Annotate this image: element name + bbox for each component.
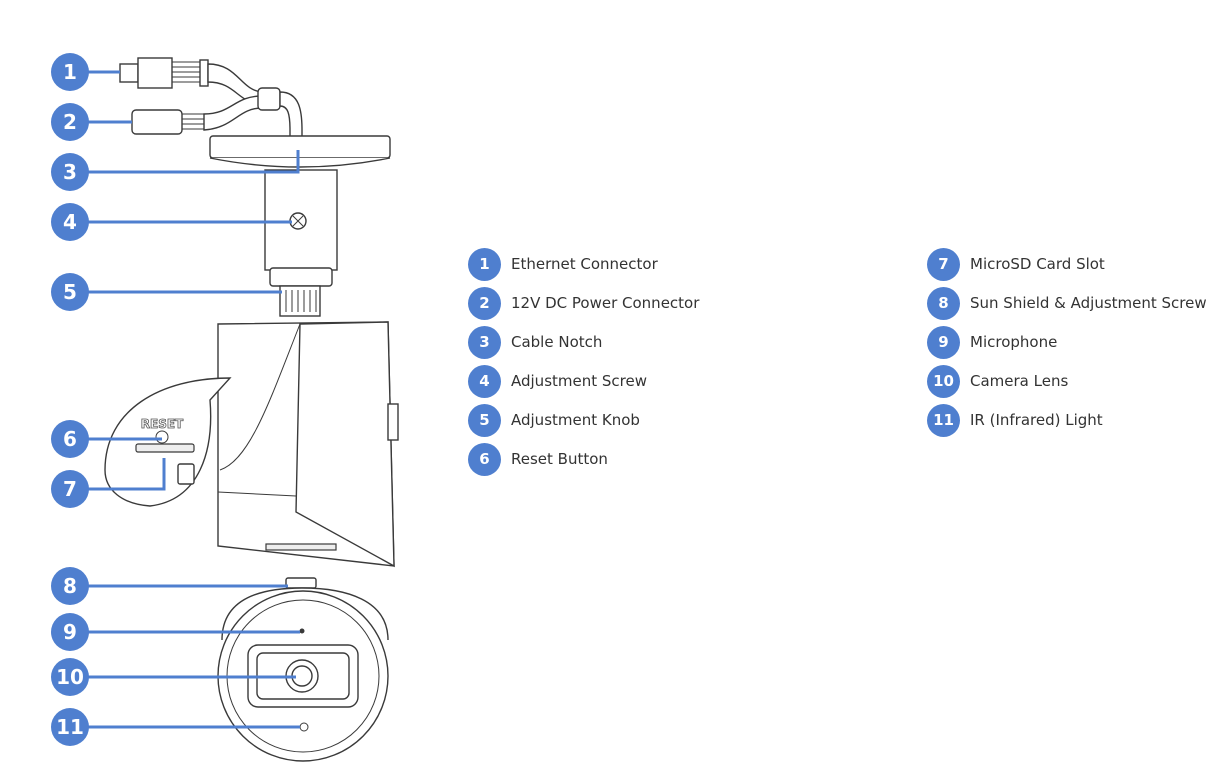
sun-shield-side [295,321,395,568]
legend-label: IR (Infrared) Light [970,411,1103,429]
callout-7: 7 [51,470,89,508]
reset-inset: RESET [104,377,232,507]
callout-3: 3 [51,153,89,191]
legend-number-badge: 8 [927,286,960,320]
legend-label: Adjustment Knob [511,411,640,429]
housing-curve [219,323,301,471]
dc-plug-body [131,109,183,135]
legend-item: 8 Sun Shield & Adjustment Screw [927,286,1207,320]
ethernet-plug-tip [119,63,139,83]
legend-item: 5 Adjustment Knob [468,403,640,437]
callout-5-number: 5 [63,280,77,304]
legend-number-badge: 9 [927,325,960,359]
inset-bubble [104,377,232,507]
legend-number-badge: 4 [468,364,501,398]
bottom-vent [265,543,337,551]
callout-6: 6 [51,420,89,458]
legend-item: 1 Ethernet Connector [468,247,658,281]
reset-label: RESET [141,417,184,431]
sun-shield-screw [285,577,317,589]
callout-6-number: 6 [63,427,77,451]
legend-left: 1 Ethernet Connector 2 12V DC Power Conn… [468,247,888,487]
callout-9: 9 [51,613,89,651]
legend-item: 10 Camera Lens [927,364,1068,398]
legend-number-badge: 10 [927,364,960,398]
callout-4-number: 4 [63,210,77,234]
legend-label: Reset Button [511,450,608,468]
legend-number-badge: 1 [468,247,501,281]
ethernet-plug-collar [199,59,209,87]
ethernet-plug-grip [172,61,200,83]
legend-label: Camera Lens [970,372,1069,390]
mount-plate [209,135,391,159]
callout-1-number: 1 [63,60,77,84]
legend-item: 4 Adjustment Screw [468,364,647,398]
legend-number-badge: 3 [468,325,501,359]
callout-10: 10 [51,658,89,696]
adjustment-knob-ridges [285,290,317,312]
legend-item: 7 MicroSD Card Slot [927,247,1105,281]
mount-collar [269,267,333,287]
camera-body-side [217,321,399,568]
legend-label: 12V DC Power Connector [511,294,700,312]
legend-right: 7 MicroSD Card Slot 8 Sun Shield & Adjus… [927,247,1217,447]
reset-button [155,430,169,444]
legend-number-badge: 2 [468,286,501,320]
legend-number-badge: 5 [468,403,501,437]
legend-item: 3 Cable Notch [468,325,602,359]
mount-plate-rim [209,157,391,168]
side-screw [387,403,399,441]
callout-2: 2 [51,103,89,141]
callout-3-number: 3 [63,160,77,184]
legend-number-badge: 6 [468,442,501,476]
legend-item: 2 12V DC Power Connector [468,286,699,320]
microsd-slot [135,443,195,453]
housing-seam [217,491,297,497]
callout-2-number: 2 [63,110,77,134]
microsd-card-icon [177,463,195,485]
legend-label: Adjustment Screw [511,372,647,390]
callout-10-number: 10 [56,665,84,689]
ethernet-plug-body [137,57,173,89]
mount-base [209,135,391,317]
adjustment-knob [279,285,321,317]
legend-item: 9 Microphone [927,325,1057,359]
legend-item: 11 IR (Infrared) Light [927,403,1103,437]
legend-label: Cable Notch [511,333,603,351]
adjustment-screw-cross [292,215,304,227]
legend-label: MicroSD Card Slot [970,255,1105,273]
callout-7-number: 7 [63,477,77,501]
callout-8: 8 [51,567,89,605]
legend-number-badge: 7 [927,247,960,281]
legend-label: Sun Shield & Adjustment Screw [970,294,1207,312]
callout-1: 1 [51,53,89,91]
cable-junction [257,87,281,111]
callout-11: 11 [51,708,89,746]
callout-11-number: 11 [56,715,84,739]
dc-plug-grip [182,113,204,130]
callout-9-number: 9 [63,620,77,644]
legend-item: 6 Reset Button [468,442,608,476]
leader-line-3 [88,150,300,174]
legend-label: Ethernet Connector [511,255,658,273]
leader-line-7 [88,458,166,491]
callout-4: 4 [51,203,89,241]
callout-8-number: 8 [63,574,77,598]
callout-5: 5 [51,273,89,311]
dc-cable [203,95,263,131]
leader-lines [88,70,300,729]
microphone-hole [299,628,305,634]
camera-front-view [217,577,389,762]
legend-number-badge: 11 [927,403,960,437]
legend-label: Microphone [970,333,1058,351]
